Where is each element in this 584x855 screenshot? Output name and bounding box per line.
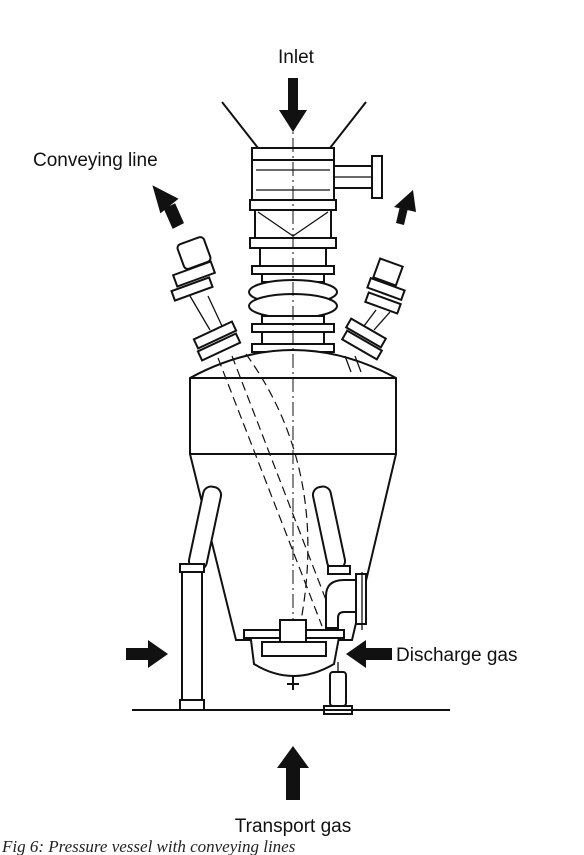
conveying-pipe-left [170, 236, 337, 627]
discharge-gas-label: Discharge gas [396, 645, 517, 666]
discharge-gas-arrow [346, 640, 392, 668]
inlet-valve-assembly [249, 147, 383, 249]
support-legs [179, 485, 353, 715]
transport-gas-label: Transport gas [235, 816, 352, 837]
discharge-elbow [325, 572, 367, 630]
leg-inlet-arrow [126, 640, 168, 668]
inlet-label: Inlet [278, 47, 315, 68]
inlet-arrow [279, 78, 307, 132]
inlet-hopper [221, 101, 367, 149]
conveying-line-label: Conveying line [33, 150, 158, 171]
transport-gas-arrow [277, 746, 309, 800]
discharge-nozzle [243, 619, 345, 690]
conveying-pipe-right [340, 257, 406, 373]
figure-caption: Fig 6: Pressure vessel with conveying li… [1, 837, 296, 855]
conveying-line-arrow-left [152, 185, 184, 229]
conveying-line-arrow-right [394, 190, 416, 225]
